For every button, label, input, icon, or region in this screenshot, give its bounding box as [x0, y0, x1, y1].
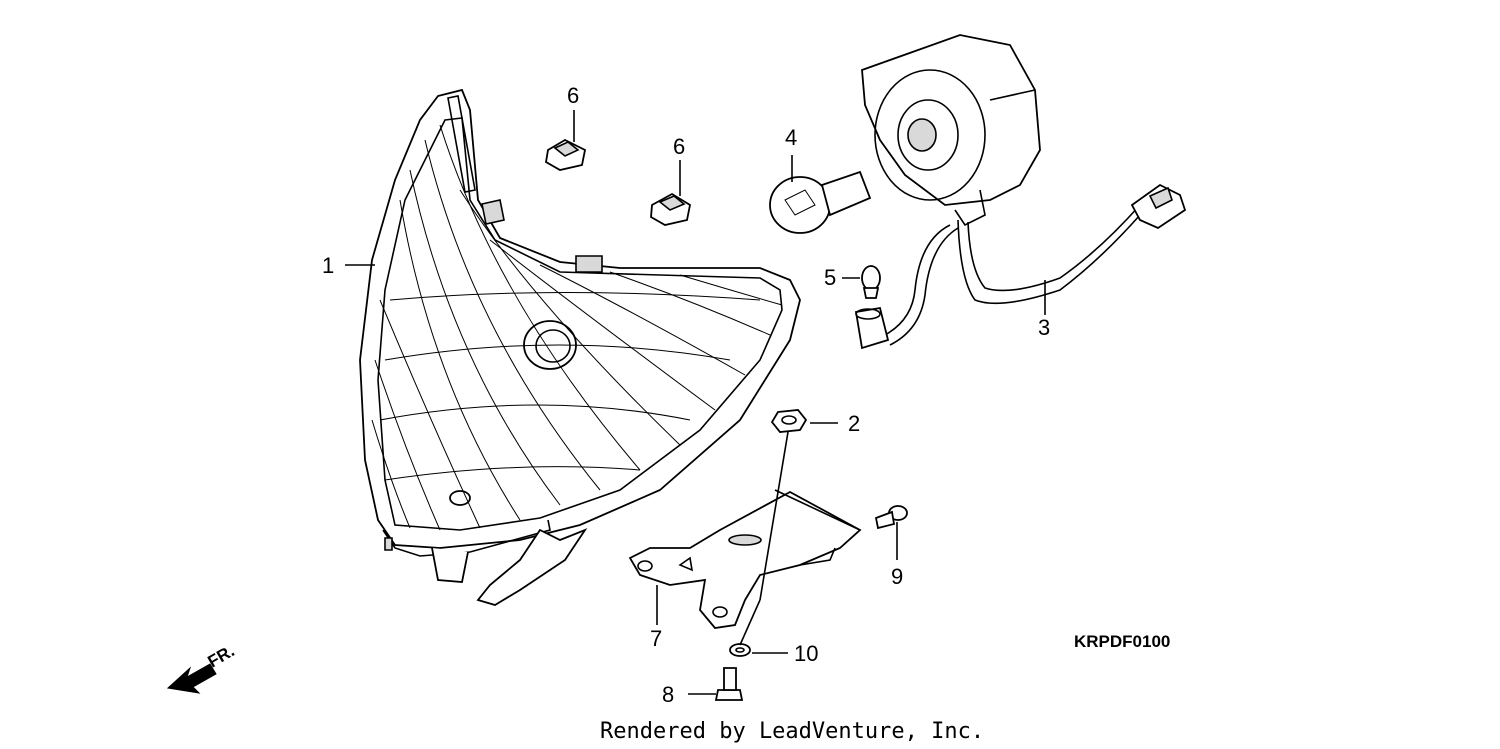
callout-5: 5 — [824, 265, 836, 290]
callout-4: 4 — [785, 125, 797, 150]
callout-1: 1 — [322, 253, 334, 278]
callout-9: 9 — [891, 564, 903, 589]
callout-7: 7 — [650, 626, 662, 651]
position-bulb — [861, 265, 881, 299]
callout-6-lower: 6 — [673, 134, 685, 159]
screw — [874, 505, 908, 530]
callout-8: 8 — [662, 682, 674, 707]
callout-10: 10 — [794, 641, 818, 666]
headlight-bulb — [769, 170, 872, 234]
callout-2: 2 — [848, 411, 860, 436]
callout-3: 3 — [1038, 315, 1050, 340]
front-direction-indicator: FR. — [166, 641, 238, 694]
front-arrow-icon — [166, 663, 217, 694]
washer — [729, 643, 751, 657]
diagram-code: KRPDF0100 — [1074, 632, 1170, 651]
clip-lower — [650, 192, 692, 226]
render-credit: Rendered by LeadVenture, Inc. — [600, 719, 984, 744]
callout-6-upper: 6 — [567, 83, 579, 108]
socket-and-harness — [854, 34, 1187, 350]
nut — [770, 409, 808, 433]
mounting-bracket — [628, 490, 862, 629]
clip-upper — [545, 138, 587, 171]
bolt — [714, 667, 744, 701]
leader-lines — [345, 110, 1046, 695]
headlight-lens-assembly — [359, 88, 801, 606]
